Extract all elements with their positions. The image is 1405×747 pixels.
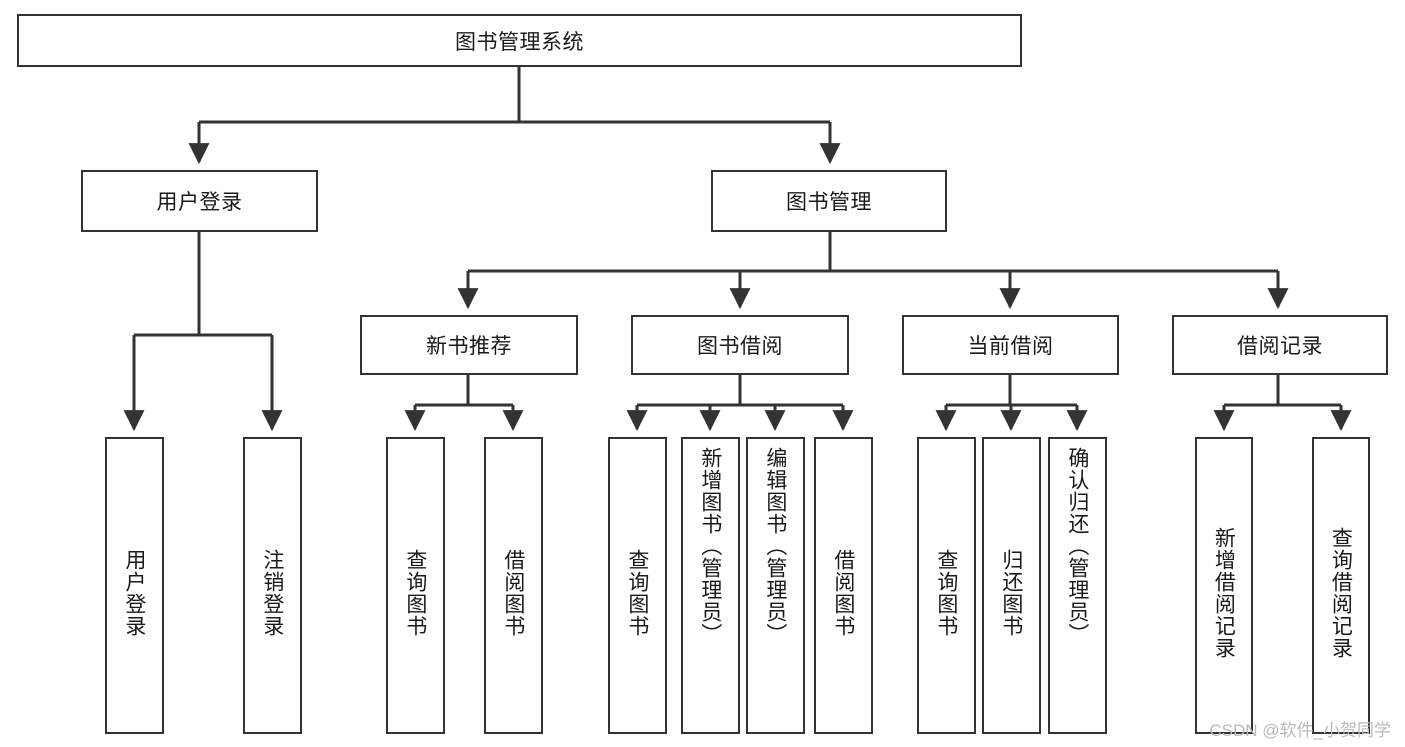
leaf-query-record-label: 查询借阅记录 — [1329, 526, 1354, 659]
node-book-borrow-label: 图书借阅 — [697, 334, 783, 358]
leaf-edit-book[interactable]: 编辑图书（管理员） — [746, 437, 805, 734]
leaf-borrow-book-label: 借阅图书 — [831, 548, 856, 637]
leaf-user-login-label: 用户登录 — [122, 548, 147, 637]
node-current-borrow-label: 当前借阅 — [967, 334, 1054, 358]
leaf-return-book-label: 归还图书 — [999, 548, 1024, 637]
leaf-edit-book-label: 编辑图书（管理员） — [763, 447, 788, 645]
leaf-query-book-borrow[interactable]: 查询图书 — [608, 437, 667, 734]
node-book-borrow[interactable]: 图书借阅 — [631, 315, 849, 375]
leaf-add-record[interactable]: 新增借阅记录 — [1195, 437, 1253, 734]
leaf-user-logout-label: 注销登录 — [260, 548, 285, 637]
leaf-add-book-label: 新增图书（管理员） — [698, 447, 723, 645]
leaf-query-book-cur-label: 查询图书 — [934, 548, 959, 637]
node-new-book-recommend-label: 新书推荐 — [426, 334, 512, 358]
leaf-borrow-book-rec-label: 借阅图书 — [501, 548, 526, 637]
leaf-confirm-return[interactable]: 确认归还（管理员） — [1048, 437, 1107, 734]
leaf-user-logout[interactable]: 注销登录 — [243, 437, 302, 734]
leaf-query-book-rec[interactable]: 查询图书 — [386, 437, 445, 734]
leaf-query-book-borrow-label: 查询图书 — [625, 548, 650, 637]
leaf-query-record[interactable]: 查询借阅记录 — [1312, 437, 1370, 734]
leaf-user-login[interactable]: 用户登录 — [105, 437, 164, 734]
node-root-label: 图书管理系统 — [455, 29, 584, 54]
node-new-book-recommend[interactable]: 新书推荐 — [360, 315, 578, 375]
leaf-query-book-cur[interactable]: 查询图书 — [917, 437, 976, 734]
leaf-add-record-label: 新增借阅记录 — [1212, 526, 1237, 659]
leaf-query-book-rec-label: 查询图书 — [403, 548, 428, 637]
node-borrow-record-label: 借阅记录 — [1237, 334, 1323, 358]
leaf-add-book[interactable]: 新增图书（管理员） — [681, 437, 740, 734]
leaf-return-book[interactable]: 归还图书 — [982, 437, 1041, 734]
leaf-borrow-book-rec[interactable]: 借阅图书 — [484, 437, 543, 734]
node-borrow-record[interactable]: 借阅记录 — [1172, 315, 1388, 375]
node-root[interactable]: 图书管理系统 — [17, 14, 1022, 67]
node-user-login[interactable]: 用户登录 — [81, 170, 318, 232]
node-current-borrow[interactable]: 当前借阅 — [902, 315, 1119, 375]
node-book-manage[interactable]: 图书管理 — [711, 170, 947, 232]
node-book-manage-label: 图书管理 — [786, 190, 872, 214]
node-user-login-label: 用户登录 — [156, 190, 243, 214]
leaf-confirm-return-label: 确认归还（管理员） — [1065, 447, 1090, 645]
watermark-text: CSDN @软件_小贺同学 — [1209, 721, 1391, 740]
leaf-borrow-book[interactable]: 借阅图书 — [814, 437, 873, 734]
